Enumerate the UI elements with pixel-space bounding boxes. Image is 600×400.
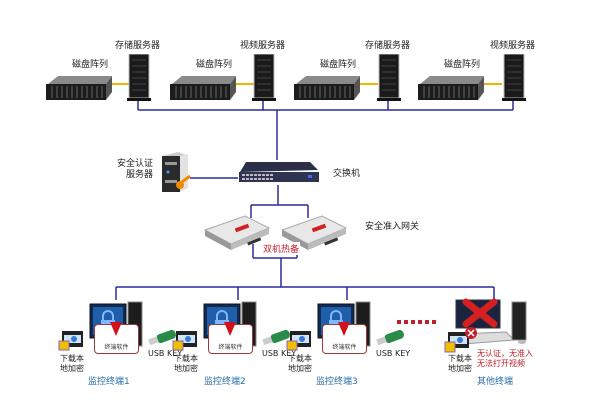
warning-text: 无认证，无准入 无法打开视频 bbox=[477, 349, 533, 369]
disk-array-icon bbox=[170, 76, 236, 100]
terminal-name: 监控终端1 bbox=[88, 377, 130, 387]
download-encrypt-label: 下载本 地加密 bbox=[448, 354, 472, 374]
server-label: 视频服务器 bbox=[240, 41, 286, 51]
download-encrypt-label: 下载本 地加密 bbox=[288, 354, 312, 374]
usb-key-label: USB KEY bbox=[148, 349, 183, 358]
terminal-name: 监控终端3 bbox=[316, 377, 358, 387]
gateway-appliance-icon bbox=[203, 215, 271, 250]
usb-key-icon bbox=[148, 329, 176, 346]
server-label: 存储服务器 bbox=[365, 41, 411, 51]
usb-key-label: USB KEY bbox=[376, 349, 411, 358]
auth-server-label-line2: 服务器 bbox=[126, 170, 154, 180]
terminal-software-box: 终端软件 bbox=[322, 322, 367, 354]
warning-line2: 无法打开视频 bbox=[477, 359, 525, 368]
red-x-icon bbox=[462, 298, 498, 328]
usb-key-icon bbox=[262, 329, 290, 346]
download-encrypt-line1: 下载本 bbox=[60, 354, 84, 363]
network-switch-icon bbox=[239, 162, 319, 182]
download-encrypt-label: 下载本 地加密 bbox=[174, 354, 198, 374]
terminal-software-label: 终端软件 bbox=[218, 344, 243, 351]
tower-server-icon bbox=[502, 54, 526, 101]
gateway-appliance-icon bbox=[280, 215, 348, 250]
disk-array-label: 磁盘阵列 bbox=[196, 60, 233, 70]
key-icon bbox=[176, 174, 191, 189]
terminal-name: 监控终端2 bbox=[204, 377, 246, 387]
download-encrypt-line1: 下载本 bbox=[174, 354, 198, 363]
disk-array-label: 磁盘阵列 bbox=[320, 60, 357, 70]
download-encrypt-line2: 地加密 bbox=[174, 364, 198, 373]
usb-key-icon bbox=[376, 329, 404, 346]
download-encrypt-line2: 地加密 bbox=[60, 364, 84, 373]
monitor-terminal-1: 终端软件 USB KEY 下载本 地加密 监控终端1 bbox=[58, 296, 198, 396]
shield-icon bbox=[224, 322, 236, 336]
disk-array-icon bbox=[418, 76, 484, 100]
encrypted-video-icon bbox=[58, 331, 83, 351]
download-encrypt-label: 下载本 地加密 bbox=[60, 354, 84, 374]
disk-array-label: 磁盘阵列 bbox=[444, 60, 481, 70]
shield-icon bbox=[110, 322, 122, 336]
more-terminals-dots bbox=[397, 320, 436, 324]
terminal-software-label: 终端软件 bbox=[104, 344, 129, 351]
terminal-software-box: 终端软件 bbox=[94, 322, 139, 354]
download-encrypt-line1: 下载本 bbox=[288, 354, 312, 363]
disk-array-label: 磁盘阵列 bbox=[72, 60, 109, 70]
blocked-video-icon bbox=[444, 327, 477, 353]
gateway-label: 安全准入网关 bbox=[365, 222, 420, 232]
server-label: 存储服务器 bbox=[115, 41, 161, 51]
tower-server-icon bbox=[127, 54, 151, 101]
disk-array-icon bbox=[294, 76, 360, 100]
shield-icon bbox=[338, 322, 350, 336]
download-encrypt-line1: 下载本 bbox=[448, 354, 472, 363]
monitor-terminal-2: 终端软件 USB KEY 下载本 地加密 监控终端2 bbox=[172, 296, 312, 396]
other-terminal: 下载本 地加密 无认证，无准入 无法打开视频 其他终端 bbox=[444, 296, 594, 396]
tower-server-icon bbox=[377, 54, 401, 101]
terminal-software-label: 终端软件 bbox=[332, 344, 357, 351]
monitor-terminal-3: 终端软件 USB KEY 下载本 地加密 监控终端3 bbox=[286, 296, 426, 396]
server-label: 视频服务器 bbox=[490, 41, 536, 51]
other-terminal-name: 其他终端 bbox=[477, 377, 514, 387]
ha-label: 双机热备 bbox=[262, 242, 301, 255]
switch-label: 交换机 bbox=[333, 169, 361, 179]
encrypted-video-icon bbox=[172, 331, 197, 351]
auth-server-label-line1: 安全认证 bbox=[117, 159, 154, 169]
download-encrypt-line2: 地加密 bbox=[288, 364, 312, 373]
download-encrypt-line2: 地加密 bbox=[448, 364, 472, 373]
disk-array-icon bbox=[46, 76, 112, 100]
tower-server-icon bbox=[252, 54, 276, 101]
usb-key-label: USB KEY bbox=[262, 349, 297, 358]
encrypted-video-icon bbox=[286, 331, 311, 351]
terminal-software-box: 终端软件 bbox=[208, 322, 253, 354]
auth-server-label: 安全认证 服务器 bbox=[117, 159, 153, 181]
auth-server-icon bbox=[162, 152, 191, 192]
warning-line1: 无认证，无准入 bbox=[477, 349, 533, 358]
